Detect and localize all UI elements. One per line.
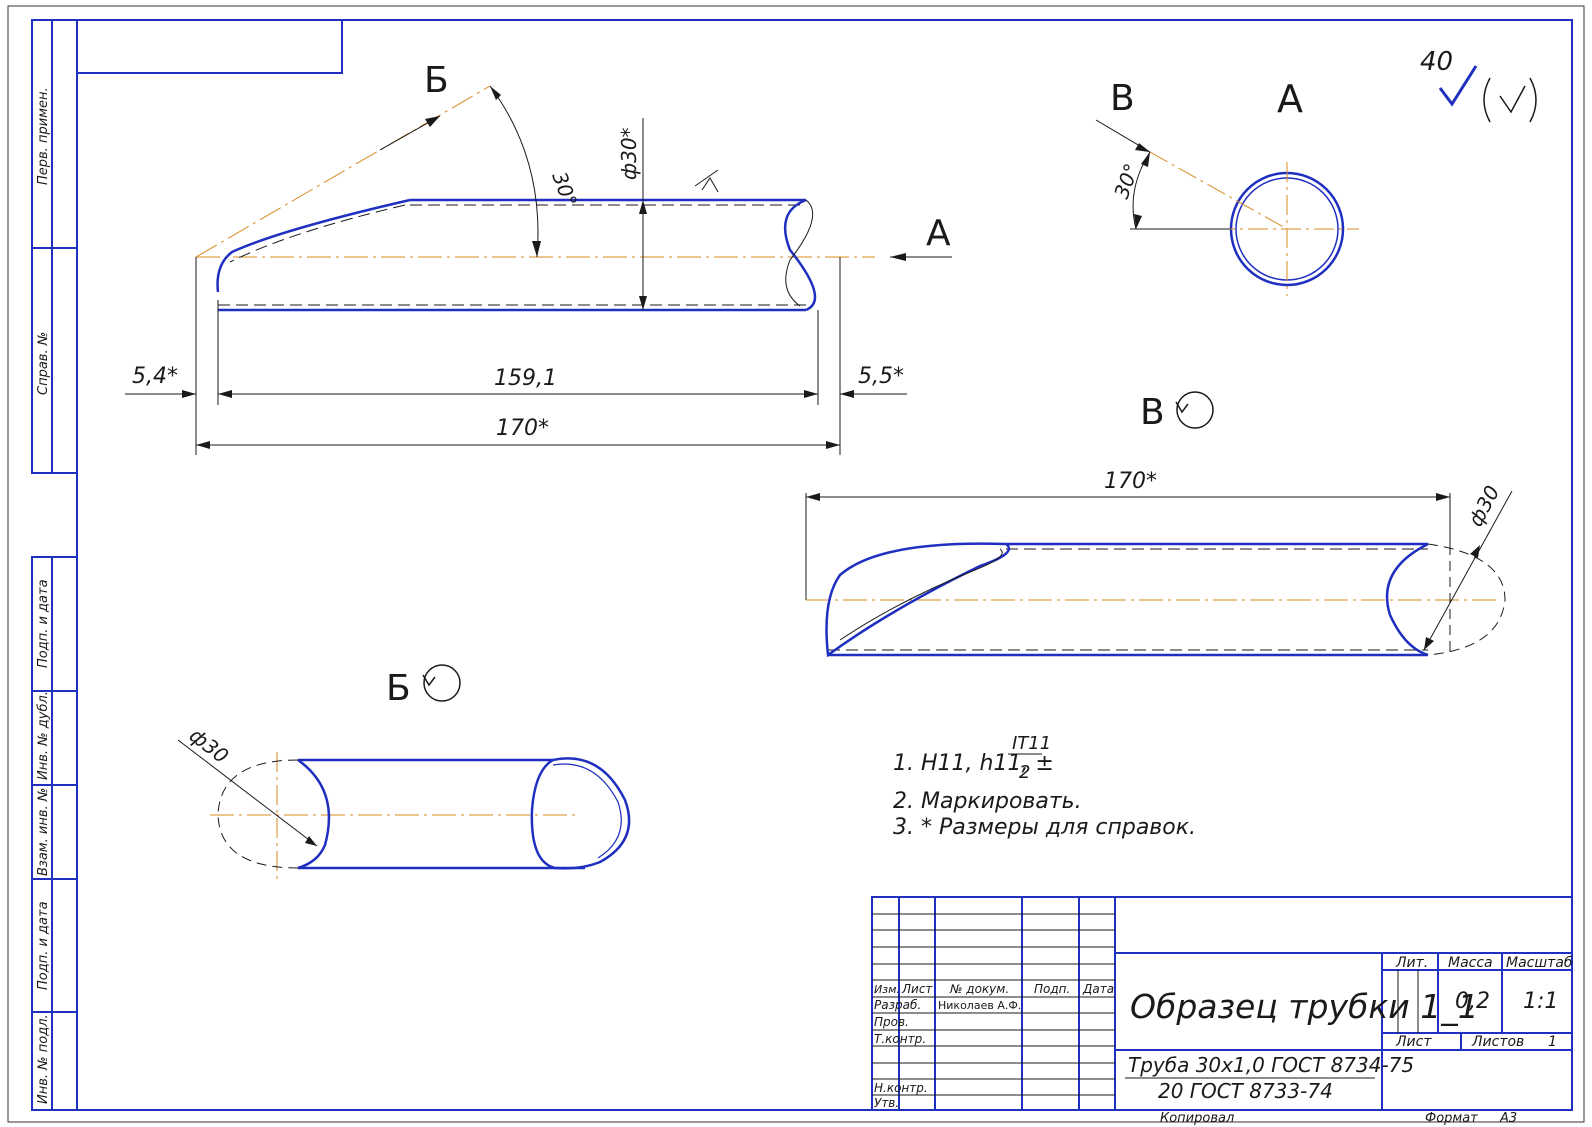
title-block-rows xyxy=(872,913,1419,1096)
row-tkontr-label: Т.контр. xyxy=(874,1032,926,1046)
side-perv-primen: Перв. примен. xyxy=(36,87,51,185)
side-inv-podl: Инв. № подл. xyxy=(36,1014,51,1104)
massa-label: Масса xyxy=(1448,955,1493,971)
side-podp-data-2: Подп. и дата xyxy=(36,901,51,990)
masshtab-value: 1:1 xyxy=(1523,989,1558,1014)
note-1-numerator: IT11 xyxy=(1012,733,1051,754)
footer-format-label: Формат xyxy=(1425,1111,1478,1126)
lit-label: Лит. xyxy=(1395,955,1428,971)
roughness-mark: 40 xyxy=(1420,47,1537,123)
footer-format-value: А3 xyxy=(1499,1111,1517,1126)
view-v-title: В xyxy=(1140,392,1165,433)
right-end-curve xyxy=(783,198,817,312)
doc-title: Образец трубки 1_1 xyxy=(1130,987,1479,1026)
roughness-value: 40 xyxy=(1420,47,1453,77)
right-end-curve-2 xyxy=(785,199,814,307)
outer-frame xyxy=(7,5,1585,1123)
col-data: Дата xyxy=(1082,982,1114,996)
view-b: Б ф30 xyxy=(177,664,631,880)
row-nkontr-label: Н.контр. xyxy=(874,1081,928,1095)
row-utv-label: Утв. xyxy=(874,1096,899,1110)
row-razrab-name: Николаев А.Ф. xyxy=(938,999,1021,1012)
left-cut-edge xyxy=(216,198,411,293)
col-izm: Изм. xyxy=(874,983,900,996)
side-vzam-inv: Взам. инв. № xyxy=(36,788,51,876)
left-side-stamp-labels: Перв. примен. Справ. № Подп. и дата Инв.… xyxy=(36,87,51,1104)
masshtab-label: Масштаб xyxy=(1506,955,1573,971)
note-1-denominator: 2 xyxy=(1019,762,1030,783)
col-list: Лист xyxy=(901,982,933,996)
note-2: 2. Маркировать. xyxy=(893,789,1082,814)
cut-plane-line xyxy=(195,85,491,258)
side-sprav-no: Справ. № xyxy=(36,332,51,395)
side-inv-dubl: Инв. № дубл. xyxy=(36,691,51,780)
technical-notes: 1. H11, h11, ± IT11 2 2. Маркировать. 3.… xyxy=(893,733,1196,840)
inner-frame xyxy=(76,19,1573,1111)
listov-label: Листов xyxy=(1471,1034,1524,1050)
dim-view-v-diameter: ф30 xyxy=(1463,481,1504,530)
dim-angle-v: 30° xyxy=(1109,160,1144,202)
arrow-letter-b: Б xyxy=(424,60,449,101)
arrow-letter-a: А xyxy=(926,213,951,254)
dim-right-cut: 5,5* xyxy=(858,364,904,389)
footer-kopiroval: Копировал xyxy=(1160,1111,1234,1126)
dim-left-cut: 5,4* xyxy=(132,364,178,389)
title-block-text: Изм. Лист № докум. Подп. Дата Разраб. Ни… xyxy=(874,955,1573,1110)
left-cut-hidden xyxy=(229,204,406,263)
title-block-grid xyxy=(871,896,1573,1111)
main-view: ф30* 30° Б А 159,1 5,4* 5,5* xyxy=(125,60,952,455)
side-podp-data-1: Подп. и дата xyxy=(36,579,51,668)
sheet-footer: Копировал Формат А3 xyxy=(1160,1111,1517,1126)
note-3: 3. * Размеры для справок. xyxy=(893,815,1196,840)
row-razrab-label: Разраб. xyxy=(874,998,921,1012)
top-left-stamp-box xyxy=(76,19,343,74)
arrow-letter-v: В xyxy=(1110,78,1135,119)
list-label: Лист xyxy=(1395,1034,1432,1050)
view-a-title: А xyxy=(1277,77,1303,121)
material-line1: Труба 30х1,0 ГОСТ 8734-75 xyxy=(1128,1053,1414,1077)
view-b-title: Б xyxy=(386,668,411,709)
note-1: 1. H11, h11, ± xyxy=(893,751,1054,776)
material-line2: 20 ГОСТ 8733-74 xyxy=(1158,1079,1333,1103)
dim-angle-b: 30° xyxy=(547,169,582,211)
dim-inner-length: 159,1 xyxy=(494,366,557,391)
listov-value: 1 xyxy=(1548,1034,1557,1050)
dim-overall-length: 170* xyxy=(496,416,549,441)
dim-view-v-length: 170* xyxy=(1104,469,1157,494)
view-a: А 30° В xyxy=(1095,77,1359,296)
col-doc: № докум. xyxy=(949,982,1009,996)
dim-view-b-diameter: ф30 xyxy=(185,723,233,768)
row-prov-label: Пров. xyxy=(874,1015,909,1029)
massa-value: 0,2 xyxy=(1455,989,1490,1014)
view-v: В 170* ф30 xyxy=(805,391,1513,658)
col-podp: Подп. xyxy=(1034,982,1070,996)
dim-diameter-main: ф30* xyxy=(617,127,641,180)
left-side-stamp xyxy=(31,19,78,1111)
